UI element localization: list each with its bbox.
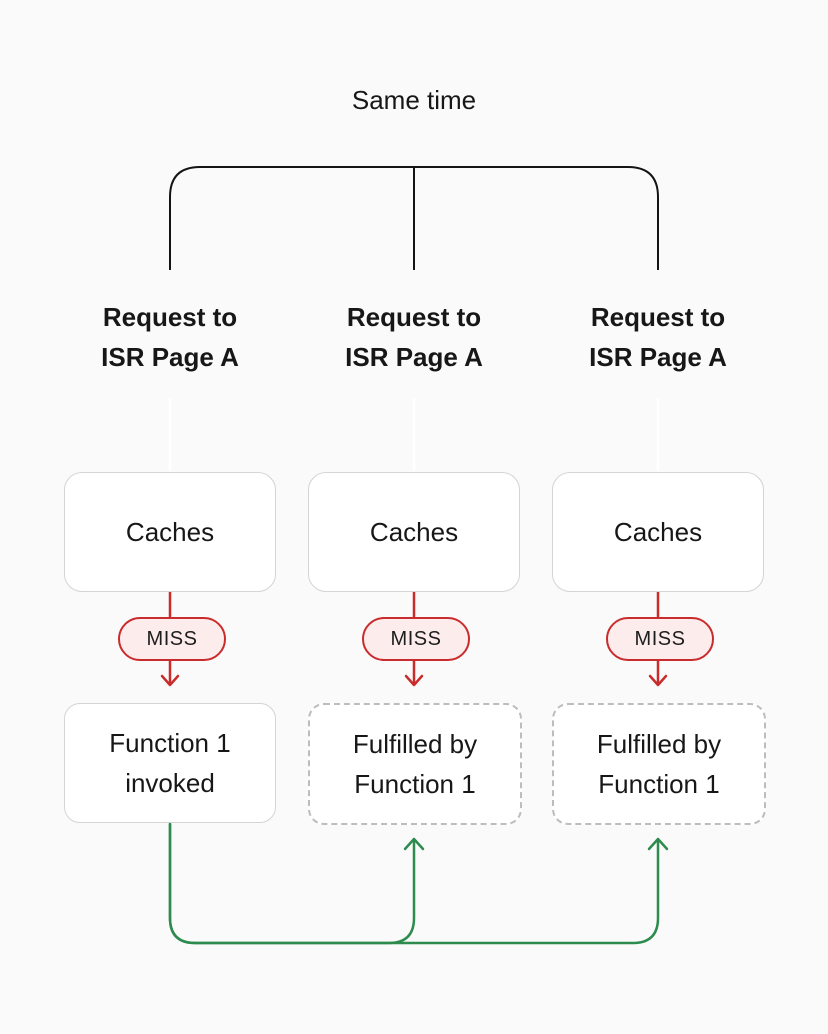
diagram-title: Same time — [351, 85, 477, 115]
result-line1: Fulfilled by — [596, 729, 722, 759]
request-label: Request to ISR Page A — [552, 297, 764, 377]
function-invoked-box: Function 1 invoked — [64, 703, 276, 823]
request-label-line1: Request to — [102, 302, 238, 332]
cache-box-label: Caches — [613, 516, 703, 547]
result-line1: Function 1 — [109, 728, 231, 758]
status-badge: MISS — [118, 617, 226, 661]
status-badge-label: MISS — [634, 627, 686, 650]
cache-box: Caches — [64, 472, 276, 592]
request-label-line2: ISR Page A — [101, 342, 239, 372]
cache-box-label: Caches — [125, 516, 215, 547]
cache-box: Caches — [308, 472, 520, 592]
cache-box: Caches — [552, 472, 764, 592]
fulfillment-flow-line-middle — [168, 822, 416, 945]
arrow-up-icon — [403, 837, 425, 851]
status-badge: MISS — [362, 617, 470, 661]
arrow-up-icon — [647, 837, 669, 851]
arrow-down-icon — [160, 674, 180, 687]
status-badge-label: MISS — [390, 627, 442, 650]
status-badge-label: MISS — [146, 627, 198, 650]
request-label-line1: Request to — [346, 302, 482, 332]
cache-box-label: Caches — [369, 516, 459, 547]
request-label-line1: Request to — [590, 302, 726, 332]
fulfillment-flow-line-right — [168, 822, 660, 945]
request-label-line2: ISR Page A — [345, 342, 483, 372]
arrow-down-icon — [648, 674, 668, 687]
arrow-down-icon — [404, 674, 424, 687]
result-line2: Function 1 — [354, 769, 476, 799]
fulfilled-by-function-box: Fulfilled by Function 1 — [308, 703, 522, 825]
request-label: Request to ISR Page A — [308, 297, 520, 377]
request-label: Request to ISR Page A — [64, 297, 276, 377]
fulfilled-by-function-box: Fulfilled by Function 1 — [552, 703, 766, 825]
result-line2: Function 1 — [598, 769, 720, 799]
result-line2: invoked — [125, 768, 215, 798]
request-label-line2: ISR Page A — [589, 342, 727, 372]
result-line1: Fulfilled by — [352, 729, 478, 759]
status-badge: MISS — [606, 617, 714, 661]
